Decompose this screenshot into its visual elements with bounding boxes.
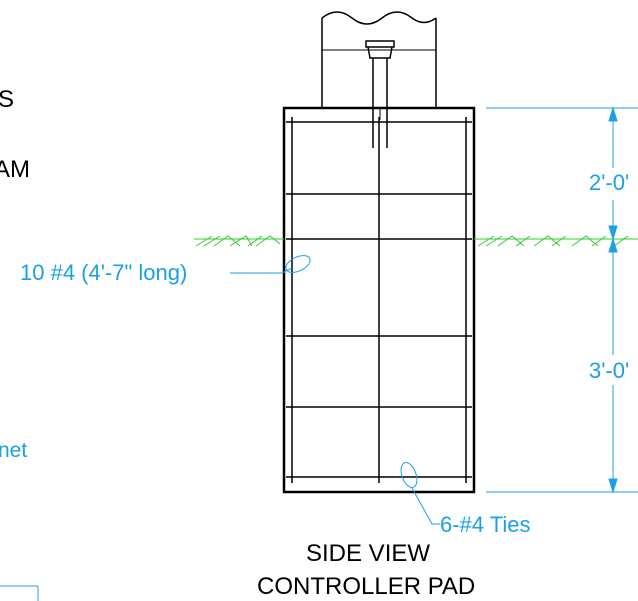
- ties-callout-label: 6-#4 Ties: [440, 512, 531, 537]
- conduit: [365, 40, 395, 148]
- bars-callout-label: 10 #4 (4'-7" long): [20, 260, 188, 285]
- pole-break-line: [321, 11, 437, 25]
- caption-line-1: SIDE VIEW: [306, 540, 431, 567]
- left-fragment-1: S: [0, 86, 15, 113]
- dimension-lines: [486, 106, 638, 494]
- dimension-lower-label: 3'-0': [589, 358, 630, 383]
- dimension-upper-label: 2'-0': [589, 170, 630, 195]
- bars-leader: [230, 255, 311, 274]
- left-fragment-2: AM: [0, 156, 30, 183]
- rebar-cage: [286, 117, 472, 483]
- caption-line-2: CONTROLLER PAD: [257, 573, 476, 600]
- pad-outline: [282, 106, 476, 494]
- grade-hatch-left: [194, 235, 284, 247]
- ties-leader: [400, 462, 440, 525]
- corner-mark: [0, 585, 39, 601]
- left-fragment-3: net: [0, 439, 28, 462]
- pole-stub: [321, 11, 437, 108]
- grade-hatch-right: [474, 235, 638, 247]
